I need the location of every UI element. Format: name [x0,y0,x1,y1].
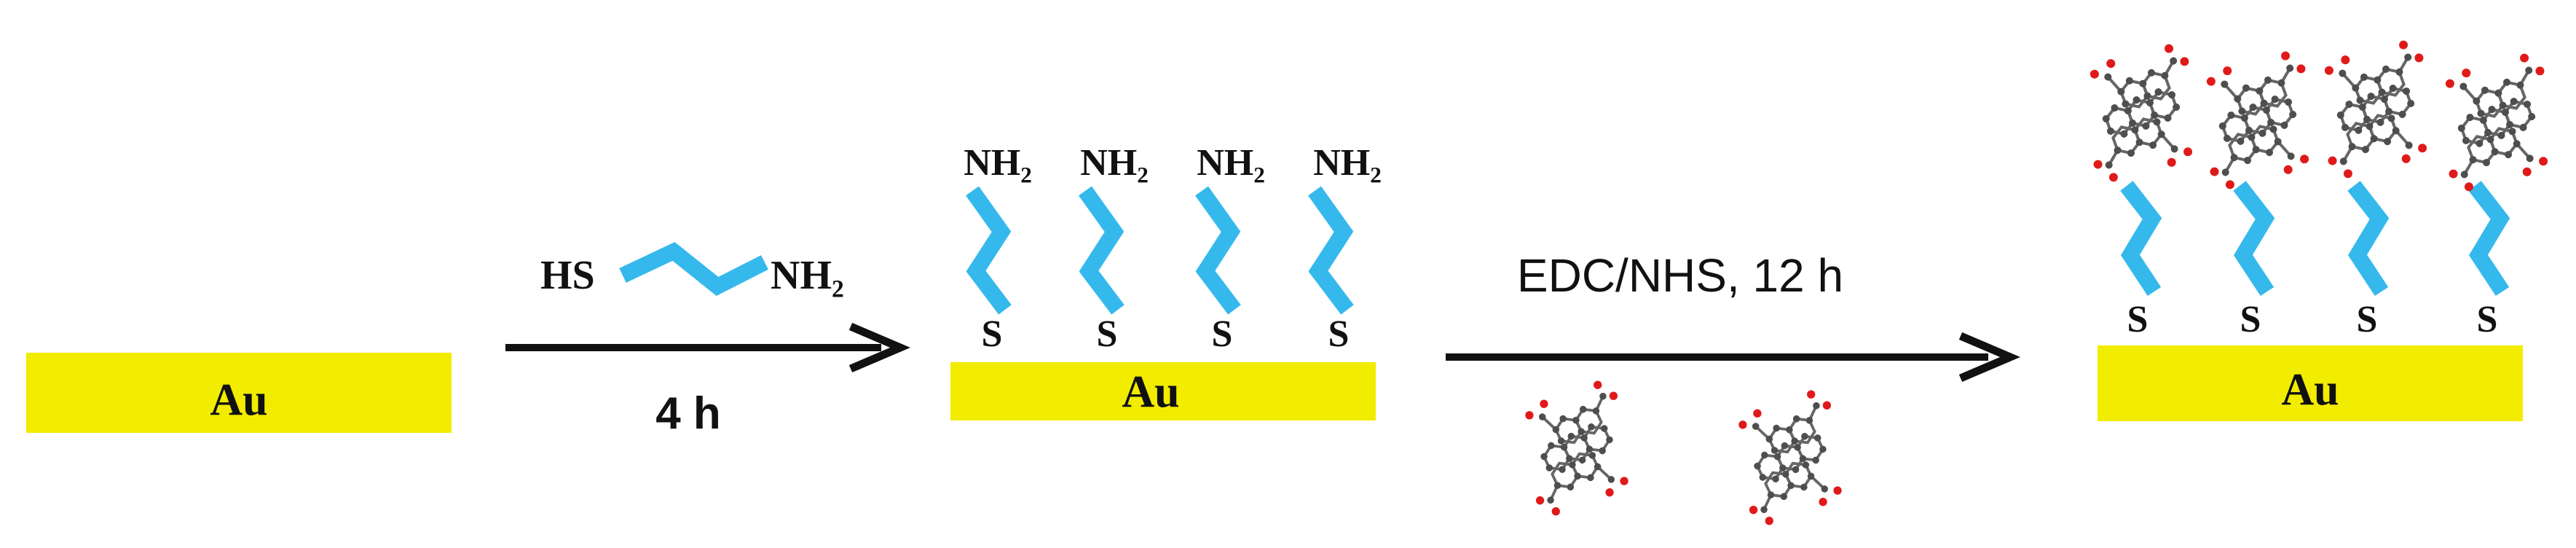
perylene-molecule-icon [2415,42,2576,203]
linker-chain-1 [966,186,1012,315]
sulfur-label-2-2: S [1097,313,1118,355]
linker-chain-3-4 [2468,181,2510,297]
sulfur-label-2-3: S [1212,313,1233,355]
amine-label-3: NH₂ [1197,142,1265,184]
perylene-molecule-icon [2176,39,2339,201]
amine-label-2: NH₂ [1080,142,1149,184]
perylene-tetracarboxylic-acid-icon [1497,369,1657,528]
amine-label-4: NH₂ [1313,142,1382,184]
substrate-label-2: Au [1122,367,1179,417]
substrate-label-1: Au [210,375,267,425]
sulfur-label-3-1: S [2127,299,2148,340]
gold-substrate-3 [2098,345,2523,421]
amine-label-1: NH₂ [964,142,1032,184]
linker-chain-4 [1308,186,1354,315]
condition-label-2: EDC/NHS, 12 h [1517,249,1843,302]
sulfur-label-3-4: S [2477,299,2498,340]
linker-chain-3-1 [2120,181,2162,297]
reagent-amine-label: NH₂ [771,253,844,298]
linker-chain-3 [1195,186,1241,315]
linker-chain-2 [1079,186,1124,315]
cysteamine-linker-icon [619,242,768,297]
linker-chain-3-2 [2233,181,2275,297]
sulfur-label-2-4: S [1328,313,1350,355]
linker-chain-3-3 [2347,181,2390,297]
reagent-thiol-label: HS [540,253,595,298]
reaction-arrow-1 [505,322,911,373]
sulfur-label-2-1: S [982,313,1003,355]
gold-substrate-2 [950,362,1376,420]
sulfur-label-3-2: S [2240,299,2261,340]
condition-label-1: 4 h [655,388,721,439]
gold-substrate-1 [26,353,452,433]
perylene-tetracarboxylic-acid-icon [1710,378,1870,537]
sulfur-label-3-3: S [2357,299,2378,340]
reaction-arrow-2 [1446,332,2021,383]
perylene-molecule-icon [2060,32,2223,194]
substrate-label-3: Au [2281,365,2339,415]
perylene-molecule-icon [2294,28,2457,190]
